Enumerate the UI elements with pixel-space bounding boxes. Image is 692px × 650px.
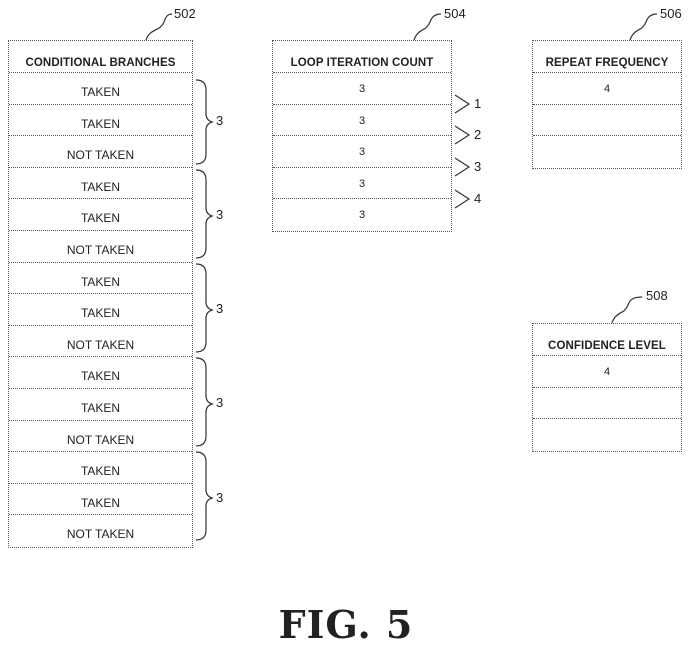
group-label: 3 bbox=[216, 395, 224, 410]
table-row: NOT TAKEN bbox=[9, 421, 192, 453]
leader-506 bbox=[629, 13, 658, 41]
table-row: TAKEN bbox=[9, 199, 192, 231]
table-row: TAKEN bbox=[9, 484, 192, 516]
table-row: 4 bbox=[533, 73, 681, 105]
group-label: 3 bbox=[216, 490, 224, 505]
table-row: TAKEN bbox=[9, 452, 192, 484]
table-row: 3 bbox=[273, 105, 451, 137]
ref-504: 504 bbox=[444, 6, 466, 21]
table-row: TAKEN bbox=[9, 168, 192, 200]
step-label: 3 bbox=[474, 159, 482, 174]
table-row: 3 bbox=[273, 73, 451, 105]
brace-502-group-3 bbox=[195, 263, 214, 353]
table-row: NOT TAKEN bbox=[66, 527, 135, 542]
group-label: 3 bbox=[216, 113, 224, 128]
table-row: TAKEN bbox=[9, 263, 192, 295]
table-row bbox=[533, 388, 681, 420]
table-row: NOT TAKEN bbox=[9, 231, 192, 263]
table-row: TAKEN bbox=[9, 73, 192, 105]
brace-502-group-4 bbox=[195, 357, 214, 447]
conditional-branches-header: CONDITIONAL BRANCHES bbox=[9, 41, 192, 73]
step-chevron-4 bbox=[454, 189, 471, 209]
table-row: TAKEN bbox=[9, 357, 192, 389]
step-label: 4 bbox=[474, 191, 482, 206]
group-label: 3 bbox=[216, 207, 224, 222]
conditional-branches-table: CONDITIONAL BRANCHES TAKEN TAKEN NOT TAK… bbox=[8, 40, 193, 548]
table-row: TAKEN bbox=[9, 389, 192, 421]
group-label: 3 bbox=[216, 301, 224, 316]
step-chevron-1 bbox=[454, 94, 471, 114]
ref-506: 506 bbox=[660, 6, 682, 21]
leader-502 bbox=[145, 13, 173, 41]
table-row: 3 bbox=[358, 209, 366, 222]
step-chevron-3 bbox=[454, 157, 471, 177]
loop-iteration-count-table: LOOP ITERATION COUNT 3 3 3 3 3 bbox=[272, 40, 452, 232]
ref-502: 502 bbox=[174, 6, 196, 21]
table-row: TAKEN bbox=[9, 105, 192, 137]
table-row: 3 bbox=[273, 136, 451, 168]
brace-502-group-5 bbox=[195, 451, 214, 541]
figure-caption: FIG. 5 bbox=[278, 602, 414, 647]
leader-504 bbox=[413, 13, 442, 41]
step-chevron-2 bbox=[454, 125, 471, 145]
confidence-level-table: CONFIDENCE LEVEL 4 bbox=[532, 323, 682, 452]
table-row: NOT TAKEN bbox=[9, 326, 192, 358]
brace-502-group-2 bbox=[195, 169, 214, 259]
table-row: 3 bbox=[273, 168, 451, 200]
brace-502-group-1 bbox=[195, 79, 214, 165]
loop-iteration-count-header: LOOP ITERATION COUNT bbox=[273, 41, 451, 73]
table-row: NOT TAKEN bbox=[9, 136, 192, 168]
repeat-frequency-header: REPEAT FREQUENCY bbox=[533, 41, 681, 73]
confidence-level-header: CONFIDENCE LEVEL bbox=[533, 324, 681, 356]
table-row: TAKEN bbox=[9, 294, 192, 326]
step-label: 2 bbox=[474, 127, 482, 142]
repeat-frequency-table: REPEAT FREQUENCY 4 bbox=[532, 40, 682, 169]
leader-508 bbox=[611, 296, 643, 324]
table-row bbox=[533, 105, 681, 137]
step-label: 1 bbox=[474, 96, 482, 111]
table-row: 4 bbox=[533, 356, 681, 388]
ref-508: 508 bbox=[646, 288, 668, 303]
